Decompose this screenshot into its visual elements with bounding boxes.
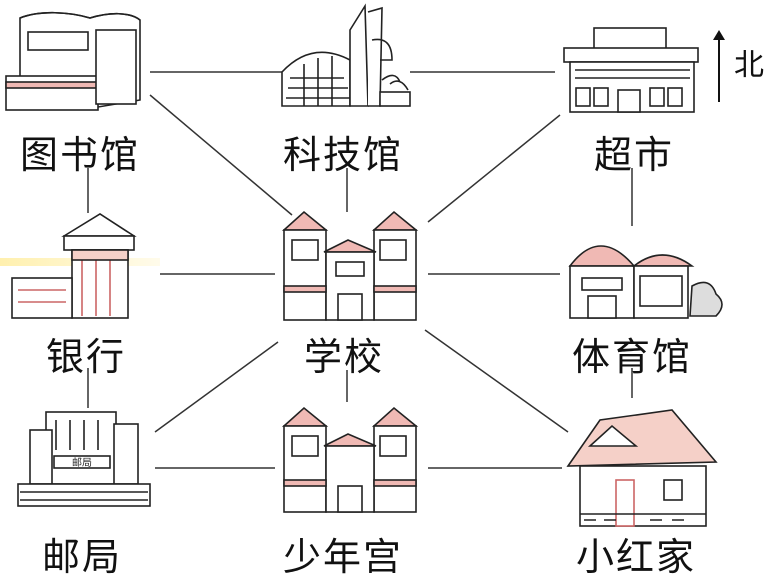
label-science-museum: 科技馆 — [282, 133, 404, 177]
supermarket-building-icon — [563, 27, 699, 113]
post-office-sign: 邮局 — [72, 456, 92, 469]
label-bank: 银行 — [45, 335, 127, 379]
school-building-icon — [281, 210, 419, 321]
label-supermarket: 超市 — [593, 133, 675, 177]
label-post-office: 邮局 — [41, 535, 123, 579]
science-museum-building-icon — [281, 3, 411, 107]
label-library: 图书馆 — [19, 133, 141, 177]
north-label: 北 — [734, 48, 764, 83]
label-xiaohong-home: 小红家 — [575, 535, 697, 579]
north-arrow-shaft — [718, 36, 720, 102]
xiaohong-home-building-icon — [566, 409, 718, 527]
bank-building-icon — [11, 213, 137, 319]
library-building-icon — [5, 11, 141, 111]
label-gym: 体育馆 — [571, 335, 693, 379]
road-supermarket-school — [427, 114, 561, 223]
road-school-home — [424, 329, 569, 433]
label-school: 学校 — [303, 335, 385, 379]
north-compass: 北 — [712, 30, 764, 110]
post-office-building-icon — [17, 411, 151, 507]
youth-palace-building-icon — [281, 406, 419, 513]
road-school-post — [154, 341, 279, 433]
gym-building-icon — [568, 245, 723, 319]
north-arrow-icon — [713, 30, 725, 40]
roads — [87, 71, 633, 469]
road-library-school — [149, 94, 293, 216]
label-youth-palace: 少年宫 — [282, 535, 404, 579]
